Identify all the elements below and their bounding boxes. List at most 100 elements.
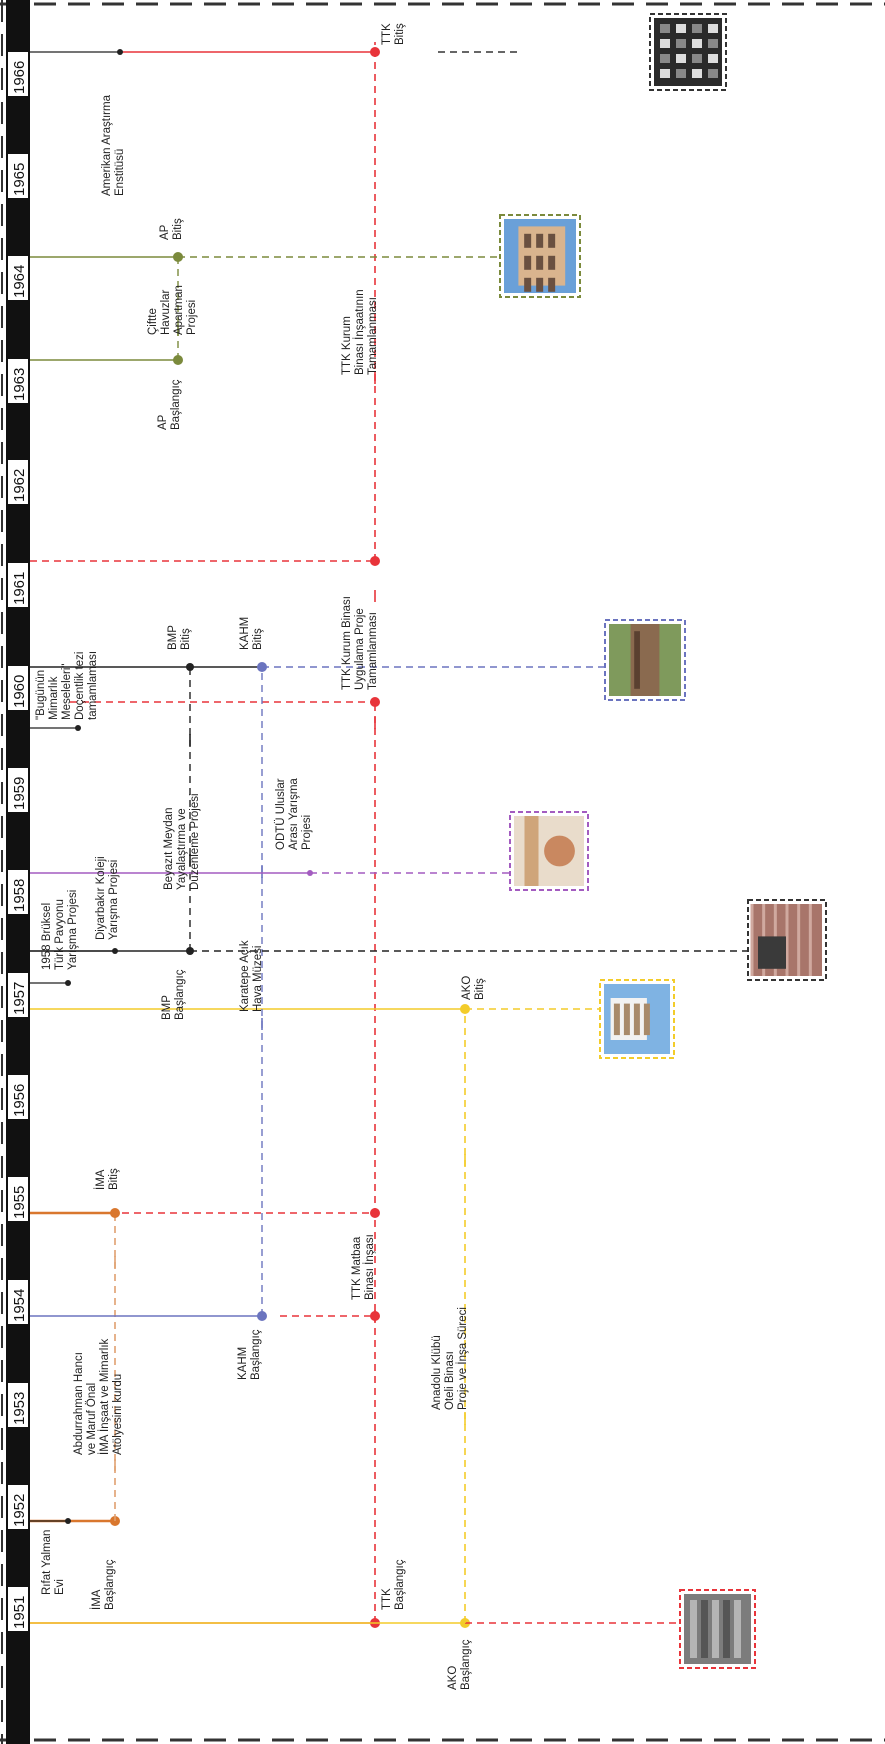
photo-ttk-final-cell — [708, 39, 718, 48]
label-odtu: ODTÜ UluslarArası YarışmaProjesi — [275, 778, 313, 850]
label-ap-end: APBitiş — [159, 218, 184, 240]
label-beyazit-line: Beyazıt Meydan — [163, 808, 175, 890]
rifat-dot — [65, 1518, 71, 1524]
photo-ttk-final-cell — [692, 24, 702, 33]
year-box — [8, 52, 28, 96]
photo-ttk-final-cell — [676, 24, 686, 33]
bmp-end-dot — [186, 663, 194, 671]
label-ima-start-line: Başlangıç — [104, 1559, 116, 1610]
label-kahm-end-line: KAHM — [239, 617, 251, 650]
label-ako-start-line: AKO — [447, 1666, 459, 1690]
label-amerikan-line: Enstitüsü — [114, 149, 126, 196]
label-ttk-start-line: Başlangıç — [394, 1559, 406, 1610]
label-ima-atolye-line: Atölyesini kurdu — [112, 1374, 124, 1455]
label-ima-start: İMABaşlangıç — [90, 1559, 116, 1610]
label-odtu-line: Arası Yarışma — [288, 778, 300, 850]
photo-apartment-window — [524, 277, 532, 292]
year-label: 1951 — [11, 1596, 28, 1629]
year-box — [8, 973, 28, 1017]
label-ttk-insaat-line: Binası İnşaatının — [353, 289, 366, 375]
label-ako-start: AKOBaşlangıç — [447, 1639, 472, 1690]
photo-ttk-final-cell — [660, 69, 670, 78]
label-ako-mid-line: Proje ve İnşa Süreci — [456, 1307, 469, 1410]
label-ttk-end: TTKBitiş — [381, 23, 406, 45]
label-bmp-start: BMPBaşlangıç — [161, 969, 186, 1020]
label-ako-end-line: AKO — [461, 976, 473, 1000]
label-bugunun-line: Meseleleri" — [61, 664, 73, 721]
label-ttk-uygulama-line: Tamamlanması — [367, 612, 379, 690]
label-bmp-start-line: Başlangıç — [174, 969, 186, 1020]
photo-ttk-final-cell — [692, 69, 702, 78]
ima-end-dot — [110, 1208, 120, 1218]
year-box — [8, 666, 28, 710]
photo-ttk-final-cell — [660, 39, 670, 48]
photo-odtu-project — [509, 811, 589, 891]
label-beyazit-line: Yayalaştırma ve — [176, 808, 188, 890]
photo-ttk-building-part — [734, 1600, 741, 1658]
label-ttk-start-line: TTK — [381, 1588, 393, 1610]
year-box — [8, 563, 28, 607]
label-ttk-uygulama: TTK Kurum BinasıUygulama ProjeTamamlanma… — [341, 596, 379, 690]
amerikan-dot — [117, 49, 123, 55]
label-ciftte-line: Projesi — [186, 300, 198, 335]
label-kahm-end-line: Bitiş — [252, 628, 264, 650]
label-rifat: Rıfat YalmanEvi — [41, 1530, 66, 1595]
label-ima-end-line: Bitiş — [108, 1168, 120, 1190]
year-box — [8, 1280, 28, 1324]
photo-ako-building-window — [623, 1003, 630, 1036]
label-bugunun-line: "Bugünün — [35, 670, 47, 720]
photo-apartment-window — [524, 233, 532, 248]
label-ako-mid-line: Anadolu Klübü — [431, 1335, 443, 1410]
label-kahm-start: KAHMBaşlangıç — [237, 1329, 262, 1380]
label-bugunun-line: Mimarlık — [48, 676, 60, 720]
photo-apartment-window — [524, 255, 532, 270]
photo-ttk-final-cell — [708, 69, 718, 78]
photo-ttk-building-part — [690, 1600, 697, 1658]
label-bmp-end-line: BMP — [167, 625, 179, 650]
photo-ttk-final-cell — [692, 39, 702, 48]
year-label: 1966 — [11, 61, 28, 94]
label-brussel-line: 1958 Brüksel — [41, 903, 53, 970]
photo-ttk-final-cell — [708, 24, 718, 33]
year-label: 1956 — [11, 1084, 28, 1117]
label-ap-end-line: AP — [159, 224, 171, 240]
label-diyarbakir-line: Yarışma Projesi — [108, 860, 120, 940]
label-beyazit: Beyazıt MeydanYayalaştırma veDüzenleme P… — [163, 793, 201, 890]
label-brussel-line: Türk Pavyonu — [54, 899, 66, 970]
year-box — [8, 359, 28, 403]
photo-brussels-pavilion-door — [758, 936, 786, 969]
photo-karatepe-museum-beam — [634, 631, 640, 689]
label-ima-atolye-line: İMA İnşaat ve Mimarlık — [98, 1338, 111, 1455]
year-label: 1964 — [11, 265, 28, 298]
year-box — [8, 1075, 28, 1119]
label-bugunun-line: tamamlaması — [87, 651, 99, 720]
label-karatepe-line: Karatepe Açık — [239, 940, 251, 1012]
photo-ttk-final-cell — [692, 54, 702, 63]
label-ttk-matbaa-line: Binası İnşası — [363, 1234, 376, 1300]
label-ima-end-line: İMA — [94, 1169, 107, 1190]
label-ako-end-line: Bitiş — [474, 978, 486, 1000]
label-ima-atolye-line: Abdurrahman Hancı — [73, 1352, 85, 1455]
year-box — [8, 870, 28, 914]
photo-apartment-window — [548, 233, 556, 248]
photo-odtu-project-fence — [524, 816, 539, 886]
photo-ttk-building-part — [723, 1600, 730, 1658]
year-label: 1962 — [11, 469, 28, 502]
year-label: 1965 — [11, 163, 28, 196]
year-label: 1963 — [11, 368, 28, 401]
label-brussel: 1958 BrükselTürk PavyonuYarışma Projesi — [41, 890, 79, 970]
label-ako-start-line: Başlangıç — [460, 1639, 472, 1690]
photo-odtu-project-figure — [544, 835, 575, 867]
photo-ttk-final-cell — [676, 69, 686, 78]
photo-apartment-window — [548, 255, 556, 270]
label-rifat-line: Rıfat Yalman — [41, 1530, 53, 1595]
label-ciftte-line: Havuzlar — [160, 289, 172, 335]
photo-ako-building-window — [633, 1003, 640, 1036]
photo-apartment-window — [548, 277, 556, 292]
photo-brussels-pavilion — [747, 899, 827, 981]
label-ima-start-line: İMA — [90, 1589, 103, 1610]
label-ttk-insaat-line: Tamamlanması — [367, 297, 379, 375]
label-ttk-insaat-line: TTK Kurum — [341, 316, 353, 375]
label-bmp-end: BMPBitiş — [167, 625, 192, 650]
label-ttk-end-line: TTK — [381, 23, 393, 45]
